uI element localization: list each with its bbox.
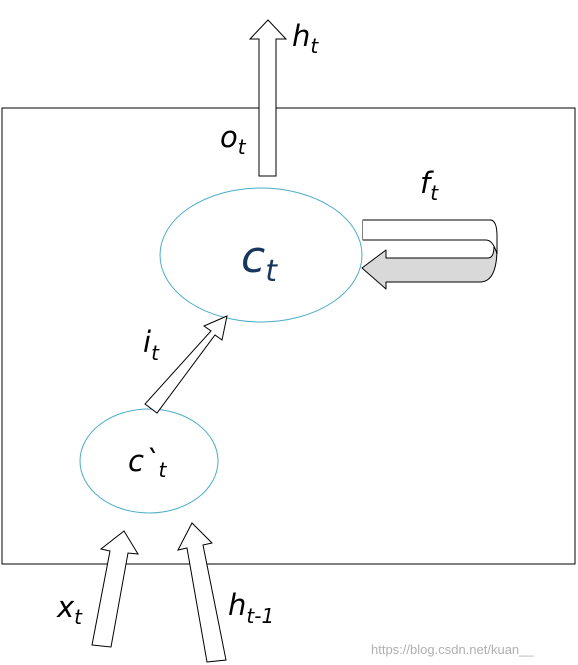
f-gate-label: ft [420, 166, 439, 205]
candidate-label: c`t [128, 444, 167, 482]
cell-state-sub: t [265, 254, 278, 289]
h-out-base: h [292, 19, 310, 53]
o-gate-label: ot [220, 120, 247, 159]
h-prev-label: ht-1 [228, 588, 274, 628]
candidate-sub: t [158, 458, 167, 482]
x-input-sub: t [74, 605, 83, 629]
h-prev-input-arrow [177, 522, 227, 663]
watermark: https://blog.csdn.net/kuan__ [371, 642, 534, 657]
output-arrow [248, 19, 288, 177]
i-gate-sub: t [151, 341, 160, 365]
x-input-arrow [91, 530, 139, 648]
h-prev-base: h [228, 588, 246, 622]
h-out-sub: t [310, 34, 319, 58]
i-gate-base: i [143, 325, 151, 359]
h-out-label: ht [292, 19, 319, 58]
h-prev-sub: t-1 [246, 604, 274, 628]
candidate-base: c` [128, 444, 158, 478]
input-gate-arrow [144, 315, 228, 414]
f-gate-sub: t [430, 181, 439, 205]
x-input-base: x [56, 590, 75, 624]
candidate-ellipse [79, 408, 219, 514]
forget-loop-arrow [361, 219, 498, 290]
o-gate-sub: t [238, 135, 247, 159]
cell-state-label: ct [241, 232, 278, 289]
i-gate-label: it [143, 325, 160, 365]
x-input-label: xt [56, 590, 83, 629]
cell-state-ellipse [159, 187, 363, 323]
o-gate-base: o [220, 120, 238, 154]
cell-state-base: c [241, 232, 265, 283]
cell-box [1, 107, 576, 565]
